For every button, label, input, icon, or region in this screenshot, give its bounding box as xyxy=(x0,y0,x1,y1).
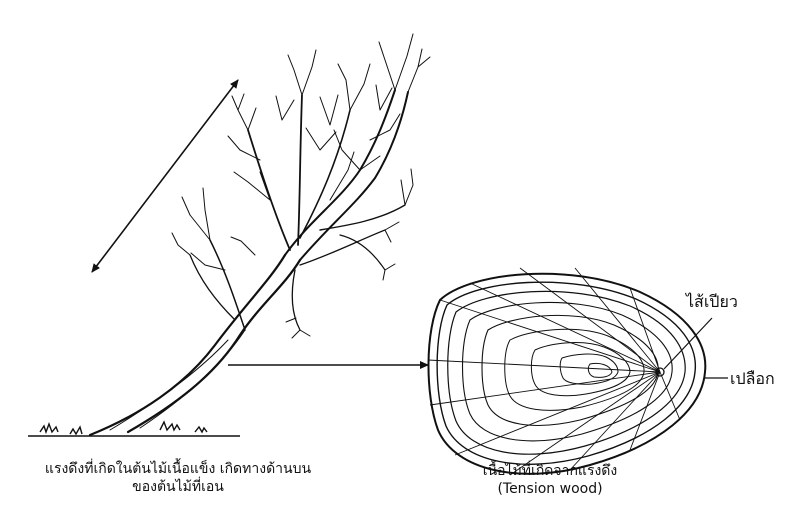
left-caption-line-1: แรงดึงที่เกิดในต้นไม้เนื้อแข็ง เกิดทางด้… xyxy=(8,460,348,478)
right-caption: เนื้อไม้ที่เกิดจากแรงดึง (Tension wood) xyxy=(470,462,630,498)
right-caption-line-1: เนื้อไม้ที่เกิดจากแรงดึง xyxy=(470,462,630,480)
leaning-tree xyxy=(90,34,430,435)
bark-label: เปลือก xyxy=(730,367,775,392)
tension-wood-cross-section xyxy=(428,268,705,475)
pith-label: ไส้เปียว xyxy=(686,290,738,315)
right-caption-line-2: (Tension wood) xyxy=(470,480,630,498)
left-caption-line-2: ของต้นไม้ที่เอน xyxy=(8,478,348,496)
left-caption: แรงดึงที่เกิดในต้นไม้เนื้อแข็ง เกิดทางด้… xyxy=(8,460,348,496)
tension-double-arrow xyxy=(92,80,238,272)
